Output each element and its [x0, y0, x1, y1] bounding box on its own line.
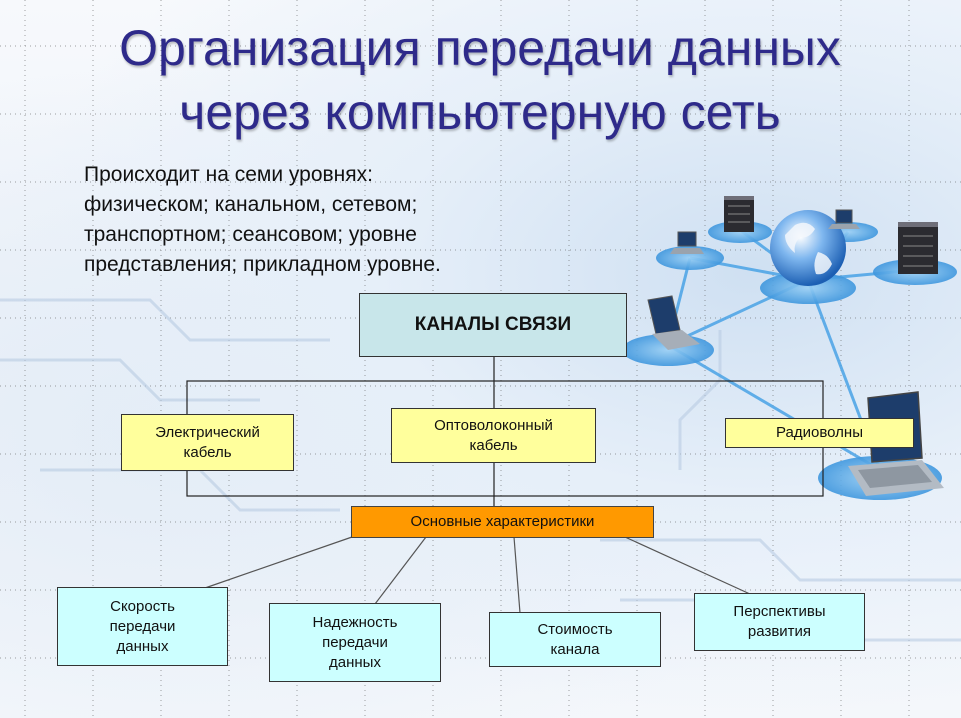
item-label-line: развития — [747, 623, 812, 640]
characteristics-label: Основные характеристики — [410, 513, 595, 530]
channel-box-electric: Электрический кабель — [121, 414, 294, 471]
channel-label-line: кабель — [469, 436, 518, 454]
link-cost — [513, 536, 521, 614]
link-speed — [204, 536, 353, 589]
characteristics-box: Основные характеристики — [351, 506, 654, 538]
root-box-channels: КАНАЛЫ СВЯЗИ — [359, 293, 627, 357]
server-icon — [898, 222, 938, 274]
intro-line: Происходит на семи уровнях: — [84, 163, 373, 186]
item-box-prospects: Перспективы развития — [694, 593, 865, 651]
item-label-line: данных — [116, 637, 169, 655]
item-label-line: передачи — [109, 617, 176, 635]
intro-line: физическом; канальном, сетевом; — [84, 193, 418, 216]
channel-label-line: Оптоволоконный — [434, 416, 553, 434]
intro-line: транспортном; сеансовом; уровне — [84, 223, 417, 246]
laptop-icon — [647, 295, 700, 350]
item-label-line: канала — [550, 640, 600, 658]
channel-label-line: Радиоволны — [776, 424, 863, 441]
root-box-label: КАНАЛЫ СВЯЗИ — [414, 314, 572, 335]
item-label-line: Скорость — [110, 597, 175, 615]
channel-box-fiber: Оптоволоконный кабель — [391, 408, 596, 463]
item-label-line: Надежность — [312, 613, 398, 631]
item-box-reliability: Надежность передачи данных — [269, 603, 441, 682]
channel-label-line: кабель — [183, 443, 232, 461]
laptop-icon — [670, 231, 704, 254]
channel-label-line: Электрический — [155, 423, 260, 441]
item-box-cost: Стоимость канала — [489, 612, 661, 667]
item-label-line: Стоимость — [537, 620, 613, 638]
item-box-speed: Скорость передачи данных — [57, 587, 228, 666]
channel-box-radio: Радиоволны — [725, 418, 914, 448]
laptop-icon — [828, 209, 860, 229]
intro-text: Происходит на семи уровнях: физическом; … — [84, 160, 524, 280]
item-label-line: передачи — [322, 633, 388, 651]
link-prospects — [624, 536, 751, 595]
intro-line: представления; прикладном уровне. — [84, 253, 441, 276]
item-label-line: Перспективы — [733, 603, 826, 620]
link-reliability — [374, 536, 427, 605]
server-icon — [724, 196, 754, 232]
slide-title: Организация передачи данных через компью… — [40, 16, 920, 144]
item-label-line: данных — [329, 653, 381, 671]
title-line-2: через компьютерную сеть — [179, 84, 781, 140]
title-line-1: Организация передачи данных — [119, 20, 841, 76]
globe-icon — [770, 210, 846, 286]
